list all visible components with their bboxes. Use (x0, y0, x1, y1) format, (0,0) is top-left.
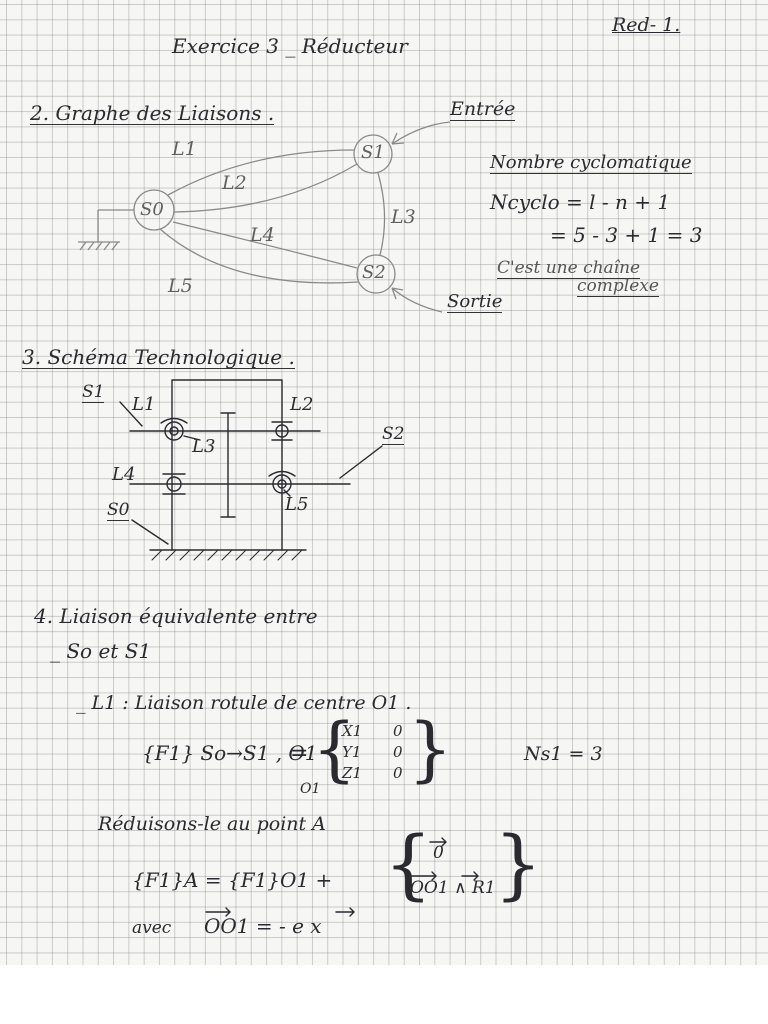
torsor-brace-left: { (312, 708, 357, 790)
graph-edge-l1 (167, 149, 355, 196)
graph-link-l1-label: L1 (172, 138, 197, 160)
output-label: Sortie (447, 291, 503, 313)
rotule-l5-cup (268, 470, 296, 477)
scheme-label-s1: S1 (82, 382, 105, 403)
equals-sign-1: = (290, 741, 309, 766)
graph-node-s1-label: S1 (361, 142, 385, 163)
graph-node-s0-label: S0 (140, 199, 164, 220)
torsor-m1: 0 (393, 743, 403, 761)
arrow-over-o (429, 837, 447, 847)
torsor-z1: Z1 (342, 764, 362, 782)
graph-link-l4-label: L4 (250, 224, 275, 246)
transport-brace-left: { (384, 819, 433, 908)
rotule-l5-center (277, 479, 287, 489)
bearing-l4 (166, 476, 182, 492)
scheme-label-l4: L4 (112, 464, 136, 485)
ground-hatch (79, 241, 119, 251)
base-hatch (151, 549, 303, 561)
graph-node-s2 (356, 254, 396, 294)
formula-decorations (205, 837, 479, 917)
arrow-over-x (335, 907, 355, 917)
torsor-point-label: O1 (300, 781, 321, 797)
graph-paper-sheet: Red- 1. Exercice 3 _ Réducteur 2. Graphe… (0, 0, 768, 965)
cyclomatic-title: Nombre cyclomatique (490, 152, 692, 174)
cyclomatic-formula: Ncyclo = l - n + 1 (490, 190, 671, 214)
rotule-l5 (272, 474, 292, 494)
graph-edge-l5 (159, 228, 359, 284)
graph-link-l3-label: L3 (391, 206, 416, 228)
leader-l3 (183, 435, 201, 441)
section-2-heading: 2. Graphe des Liaisons . (30, 101, 275, 125)
bearing-l2 (275, 424, 289, 438)
transport-lhs: {F1}A = {F1}O1 + (132, 868, 333, 892)
rotule-l1-center (169, 426, 179, 436)
leader-s2 (339, 445, 383, 479)
arrow-over-oo1 (411, 871, 437, 881)
output-arrow (391, 287, 443, 313)
avec-formula: OO1 = - e x (204, 914, 322, 938)
scheme-label-l2: L2 (290, 394, 314, 415)
graph-node-s1 (353, 134, 393, 174)
leader-l5 (283, 489, 291, 497)
section-3-heading: 3. Schéma Technologique . (22, 345, 295, 369)
section-4-heading: 4. Liaison équivalente entre (34, 604, 318, 628)
torsor-y1: Y1 (342, 743, 362, 761)
arrow-over-avec-oo1 (205, 907, 231, 917)
transport-brace-right: } (494, 819, 543, 908)
graph-edge-l3 (377, 172, 386, 256)
chain-note-line-1: C'est une chaîne (497, 258, 641, 279)
chain-note-line-2: complexe (577, 276, 659, 297)
torsor-n1: 0 (393, 764, 403, 782)
scheme-label-l1: L1 (132, 394, 156, 415)
technological-scheme (119, 379, 383, 561)
transport-bottom: OO1 ∧ R1 (410, 878, 496, 898)
avec-label: avec (132, 918, 172, 938)
page-title: Exercice 3 _ Réducteur (172, 34, 408, 58)
ground-line (78, 209, 134, 243)
reduce-text: Réduisons-le au point A (98, 813, 326, 835)
torsor-brace-right: } (408, 708, 453, 790)
bearing-l2-plate (271, 421, 293, 441)
rotule-l1-cup (160, 417, 188, 424)
cyclomatic-value: = 5 - 3 + 1 = 3 (550, 223, 703, 247)
torsor-x1: X1 (342, 722, 363, 740)
bearing-l4-plate (162, 473, 186, 495)
section-4-subheading: _ So et S1 (50, 639, 152, 663)
scheme-label-s0: S0 (107, 500, 130, 521)
ns-value: Ns1 = 3 (524, 743, 603, 765)
drawings-layer (78, 121, 479, 917)
graph-link-l5-label: L5 (168, 275, 193, 297)
graph-node-s0 (133, 189, 175, 231)
frame-s0 (171, 379, 283, 551)
scheme-label-s2: S2 (382, 424, 405, 445)
graph-edge-l2 (173, 163, 358, 213)
scheme-label-l3: L3 (192, 436, 216, 457)
graph-link-l2-label: L2 (222, 172, 247, 194)
input-arrow (391, 121, 451, 145)
transport-top: 0 (433, 843, 444, 863)
graph-node-s2-label: S2 (362, 262, 386, 283)
l1-description: _ L1 : Liaison rotule de centre O1 . (76, 692, 412, 714)
scheme-label-l5: L5 (285, 494, 309, 515)
torsor-l1: 0 (393, 722, 403, 740)
rotule-l1 (164, 421, 184, 441)
graph-edge-l4 (172, 221, 358, 269)
page-reference: Red- 1. (612, 14, 681, 36)
leader-s1 (119, 401, 143, 427)
arrow-over-r1 (461, 871, 479, 881)
liaison-graph (78, 121, 451, 313)
gear-l3 (220, 412, 236, 518)
leader-s0 (131, 519, 169, 545)
torsor-left: {F1} So→S1 , O1 (142, 741, 318, 765)
input-label: Entrée (450, 98, 516, 121)
